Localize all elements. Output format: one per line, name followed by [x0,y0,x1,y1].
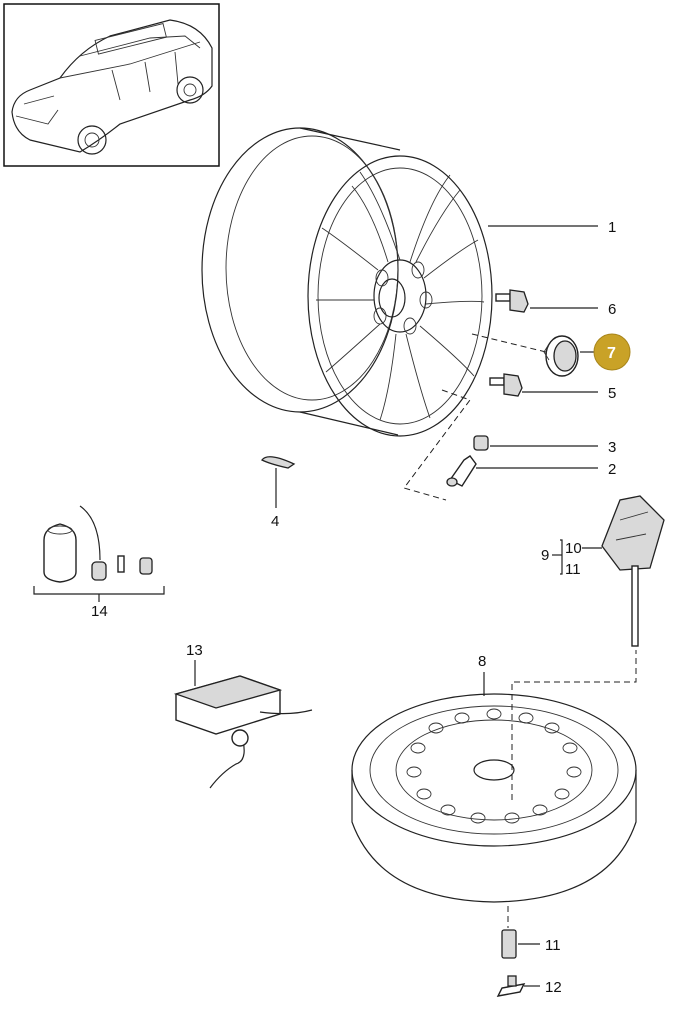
valve-cap-part-3[interactable] [473,435,489,451]
callout-9[interactable]: 9 [541,547,549,564]
vehicle-thumbnail[interactable] [3,3,220,167]
callout-12[interactable]: 12 [545,979,562,996]
adapter-part-11[interactable] [501,929,517,959]
callout-13[interactable]: 13 [186,642,203,659]
callout-6[interactable]: 6 [608,301,616,318]
callout-14[interactable]: 14 [91,603,108,620]
spare-wheel-icon [351,693,637,903]
callout-11-bottom[interactable]: 11 [545,937,561,954]
callout-8[interactable]: 8 [478,653,486,670]
jack-part-10[interactable] [601,495,665,647]
callout-2[interactable]: 2 [608,461,616,478]
tire-valve-part-2[interactable] [446,455,477,487]
callout-1[interactable]: 1 [608,219,616,236]
alloy-wheel-icon [201,127,493,437]
retainer-part-12[interactable] [496,975,526,997]
callout-3[interactable]: 3 [608,439,616,456]
callout-7: 7 [607,345,616,362]
callout-4[interactable]: 4 [271,513,279,530]
spare-wheel-part-8[interactable] [351,693,637,903]
wheel-bolt-part-6[interactable] [495,289,529,313]
alloy-wheel[interactable] [201,127,493,437]
wheel-bolt-part-5[interactable] [489,373,523,397]
center-cap-part-7[interactable] [543,335,579,377]
callout-5[interactable]: 5 [608,385,616,402]
air-compressor-part-13[interactable] [173,675,313,789]
balance-weight-part-4[interactable] [261,456,296,469]
callout-10[interactable]: 10 [565,540,582,557]
tire-repair-kit-part-14[interactable] [43,505,153,583]
vehicle-thumbnail-icon [11,19,213,155]
callout-11-top[interactable]: 11 [565,561,581,578]
callout-7-highlight[interactable]: 7 [593,333,631,371]
